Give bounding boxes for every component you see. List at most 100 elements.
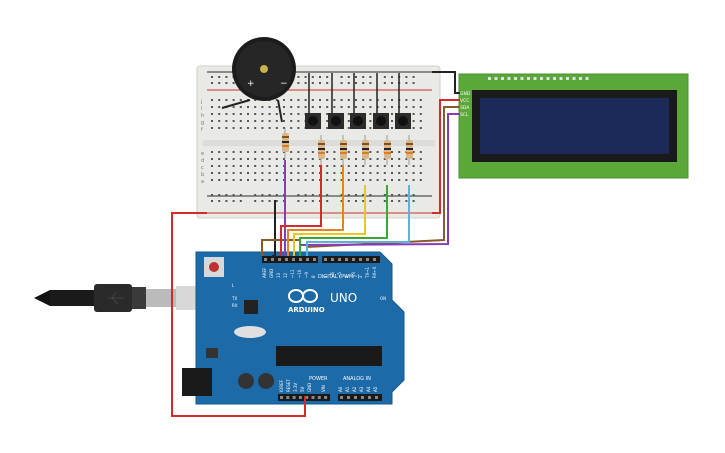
analog-pin-label: A5	[373, 386, 378, 392]
lcd-header-pin	[572, 77, 576, 80]
breadboard-hole	[347, 172, 350, 174]
breadboard-hole	[376, 179, 379, 181]
push-button[interactable]	[328, 113, 344, 129]
breadboard-hole	[319, 106, 321, 108]
resistor[interactable]	[384, 135, 391, 165]
breadboard-hole	[211, 99, 213, 101]
resistor[interactable]	[282, 128, 289, 158]
breadboard-hole	[326, 76, 329, 78]
breadboard-hole	[347, 127, 350, 129]
breadboard-hole	[412, 127, 415, 129]
piezo-buzzer[interactable]: + −	[221, 37, 296, 123]
breadboard-hole	[239, 194, 242, 196]
breadboard-hole	[391, 200, 393, 202]
breadboard-hole	[391, 113, 393, 115]
breadboard-hole	[355, 106, 357, 108]
header-pin	[331, 258, 334, 261]
lcd-i2c-module[interactable]: GND VCC SDA SCL	[458, 73, 689, 179]
reset-pin-label: RESET	[286, 379, 291, 392]
breadboard-hole	[239, 127, 242, 129]
analog-header	[338, 394, 382, 401]
breadboard-hole	[254, 106, 257, 108]
resistor[interactable]	[406, 135, 413, 165]
breadboard-hole	[362, 172, 365, 174]
header-pin	[278, 258, 281, 261]
pin-label: ~3	[351, 272, 356, 278]
arduino-model-text: UNO	[330, 291, 357, 305]
breadboard-hole	[239, 151, 242, 153]
breadboard-hole	[326, 127, 329, 129]
push-button[interactable]	[305, 113, 321, 129]
breadboard-hole	[239, 113, 242, 115]
wires-arduino	[171, 160, 410, 417]
breadboard-hole	[283, 120, 285, 122]
header-pin	[306, 258, 309, 261]
breadboard-hole	[268, 113, 271, 115]
breadboard-hole	[412, 82, 415, 84]
push-button[interactable]	[395, 113, 411, 129]
breadboard-hole	[225, 158, 228, 160]
lcd-pin-label: SCL	[460, 112, 469, 118]
header-pin	[345, 258, 348, 261]
lcd-header-pin	[514, 77, 517, 80]
wire-yellow-btn	[293, 185, 366, 256]
usb-cable[interactable]	[34, 284, 206, 312]
breadboard-hole	[297, 200, 300, 202]
usb-symbol-icon	[108, 291, 124, 305]
resistor[interactable]	[340, 135, 347, 165]
breadboard-hole	[419, 158, 422, 160]
breadboard-hole	[275, 158, 278, 160]
breadboard-hole	[275, 120, 278, 122]
breadboard-hole	[225, 99, 228, 101]
breadboard-hole	[347, 82, 350, 84]
breadboard-hole	[290, 151, 293, 153]
resistor[interactable]	[318, 135, 325, 165]
breadboard-hole	[261, 120, 264, 122]
breadboard-hole	[355, 158, 357, 160]
breadboard-hole	[369, 76, 372, 78]
breadboard-hole	[218, 158, 221, 160]
breadboard-hole	[383, 99, 386, 101]
breadboard-hole	[304, 158, 307, 160]
breadboard-hole	[419, 127, 422, 129]
breadboard-hole	[218, 200, 221, 202]
row-letter: g	[201, 120, 204, 126]
breadboard-hole	[247, 127, 249, 129]
breadboard-hole	[355, 194, 357, 196]
breadboard-hole	[268, 165, 271, 167]
breadboard-hole	[362, 200, 365, 202]
header-pin	[292, 258, 295, 261]
lcd-pin-label: GND	[460, 91, 471, 97]
breadboard-hole	[290, 165, 293, 167]
push-button[interactable]	[373, 113, 389, 129]
breadboard-hole	[383, 165, 386, 167]
lcd-pin-labels: GND VCC SDA SCL	[460, 91, 471, 118]
breadboard-hole	[391, 172, 393, 174]
buzzer-minus-label: −	[280, 79, 288, 89]
breadboard-hole	[254, 120, 257, 122]
breadboard-hole	[261, 165, 264, 167]
breadboard-hole	[225, 127, 228, 129]
resistor[interactable]	[362, 135, 369, 165]
breadboard-hole	[211, 165, 213, 167]
breadboard-hole	[311, 194, 314, 196]
reset-button[interactable]	[209, 262, 219, 272]
breadboard-hole	[261, 127, 264, 129]
push-button[interactable]	[350, 113, 366, 129]
breadboard-hole	[239, 120, 242, 122]
ioref-label: IOREF	[279, 379, 284, 392]
lcd-header-pin	[501, 77, 504, 80]
header-pin	[280, 396, 283, 399]
breadboard-hole	[369, 200, 372, 202]
breadboard-hole	[218, 76, 221, 78]
gnd2-label: GND	[307, 383, 312, 392]
breadboard-hole	[304, 82, 307, 84]
atmega-chip	[276, 346, 382, 366]
header-pin	[354, 396, 357, 399]
arduino-infinity-icon	[288, 289, 318, 303]
breadboard-hole	[275, 194, 278, 196]
arduino-uno-board[interactable]: ARDUINO UNO DIGITAL (PWM~) POWER ANALOG …	[182, 251, 405, 405]
breadboard-hole	[225, 76, 228, 78]
breadboard-hole	[211, 200, 213, 202]
breadboard-hole	[340, 200, 343, 202]
